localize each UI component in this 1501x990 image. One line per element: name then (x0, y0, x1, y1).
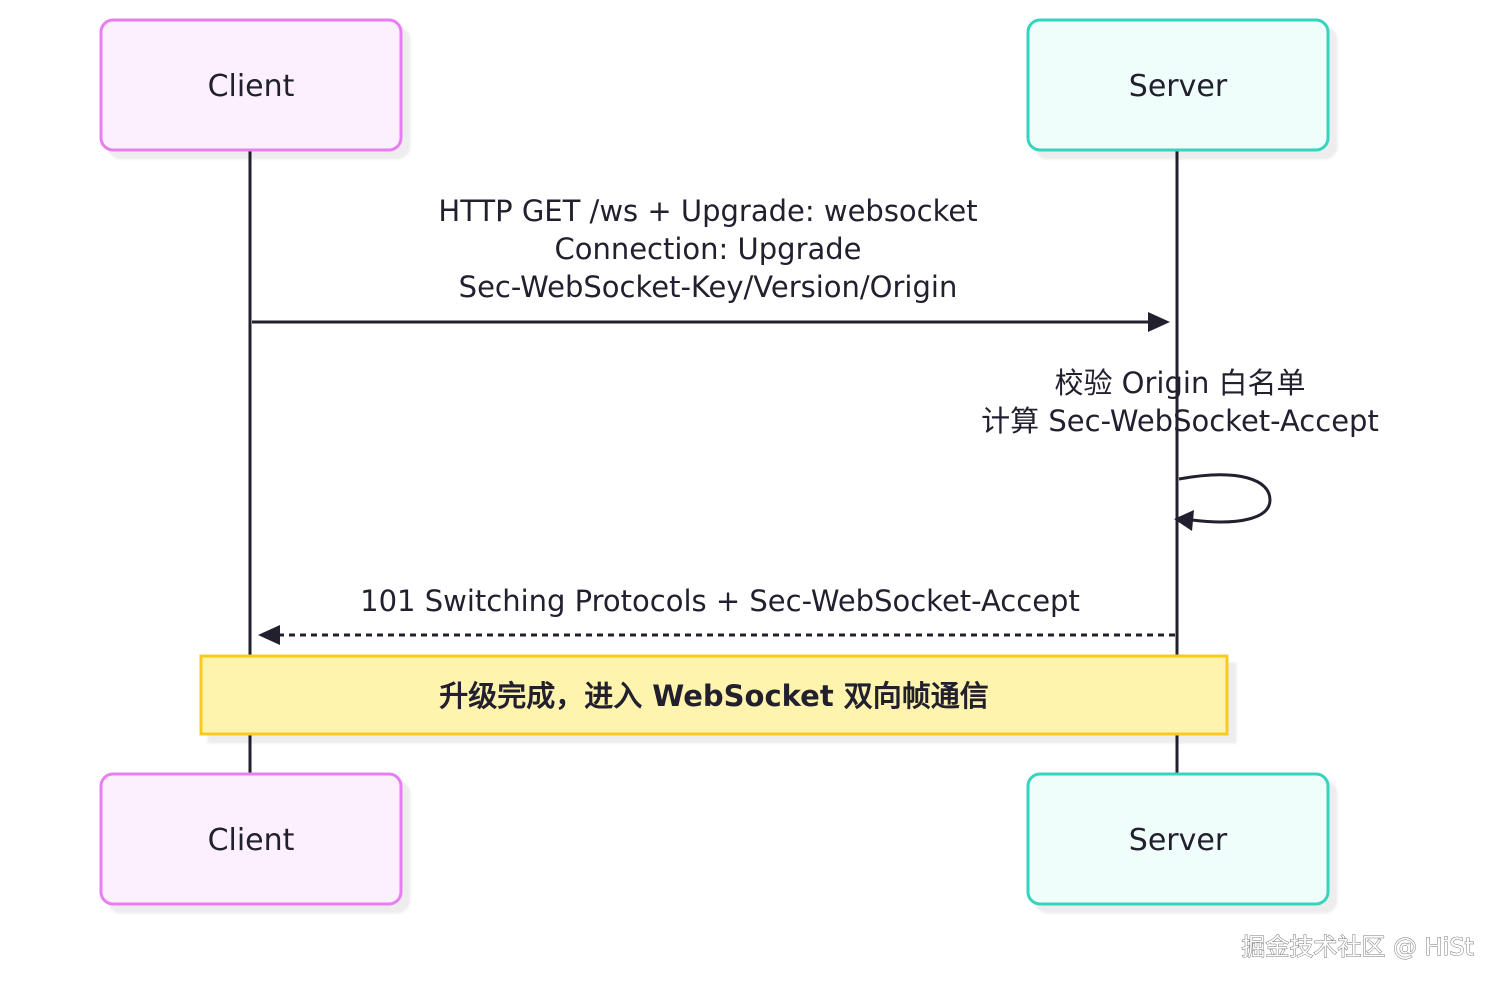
message-label-line: 计算 Sec-WebSocket-Accept (981, 404, 1379, 438)
arrowhead-icon (1148, 312, 1170, 332)
message-label-line: HTTP GET /ws + Upgrade: websocket (438, 194, 977, 228)
server-label: Server (1129, 69, 1228, 104)
arrowhead-icon (258, 625, 280, 645)
message-101-response: 101 Switching Protocols + Sec-WebSocket-… (258, 584, 1175, 645)
note-upgrade-complete: 升级完成，进入 WebSocket 双向帧通信 (199, 654, 1229, 736)
message-label-line: Connection: Upgrade (554, 232, 861, 266)
watermark: 掘金技术社区 @ HiSt (1241, 933, 1474, 961)
self-loop-arrow (1178, 473, 1272, 524)
message-upgrade-request: HTTP GET /ws + Upgrade: websocket Connec… (252, 194, 1170, 332)
message-label-line: 校验 Origin 白名单 (1054, 366, 1305, 400)
server-actor-bottom: Server (1026, 772, 1330, 906)
server-label: Server (1129, 823, 1228, 858)
client-actor-bottom: Client (99, 772, 403, 906)
server-actor-top: Server (1026, 18, 1330, 152)
message-label-line: 101 Switching Protocols + Sec-WebSocket-… (360, 584, 1080, 618)
note-text: 升级完成，进入 WebSocket 双向帧通信 (439, 679, 989, 713)
message-label-line: Sec-WebSocket-Key/Version/Origin (459, 270, 958, 304)
message-self-validate: 校验 Origin 白名单 计算 Sec-WebSocket-Accept (981, 366, 1379, 531)
client-actor-top: Client (99, 18, 403, 152)
arrowhead-icon (1174, 510, 1194, 531)
client-label: Client (208, 823, 295, 858)
client-label: Client (208, 69, 295, 104)
